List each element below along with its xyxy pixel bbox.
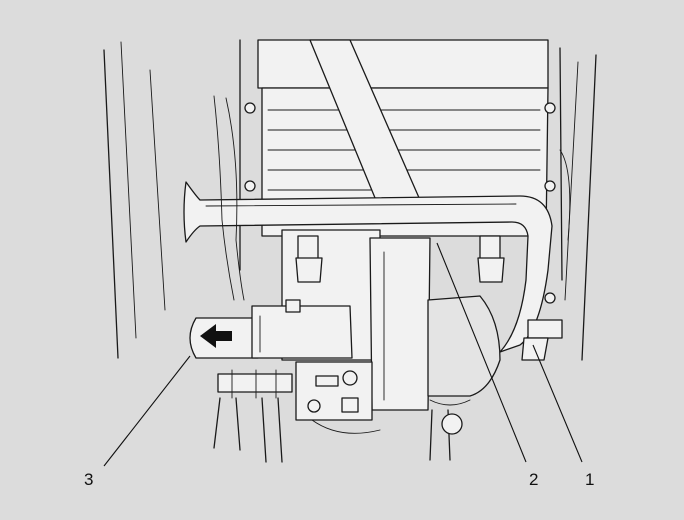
callout-1: 1: [585, 470, 594, 489]
leader-lines: [103, 242, 583, 467]
leader-line-2: [436, 242, 527, 463]
main-pipe: [183, 181, 553, 353]
leader-line-3: [103, 355, 191, 467]
callout-3: 3: [84, 470, 93, 489]
callout-2: 2: [529, 470, 538, 489]
casing-outline: [103, 41, 597, 361]
lower-pipes: [213, 369, 451, 463]
burner-assembly: [281, 229, 505, 411]
left-arrow-icon: [200, 324, 232, 348]
wiring: [213, 95, 571, 434]
sensor-round: [441, 413, 463, 435]
control-box: [295, 361, 373, 421]
leader-line-1: [532, 344, 583, 463]
